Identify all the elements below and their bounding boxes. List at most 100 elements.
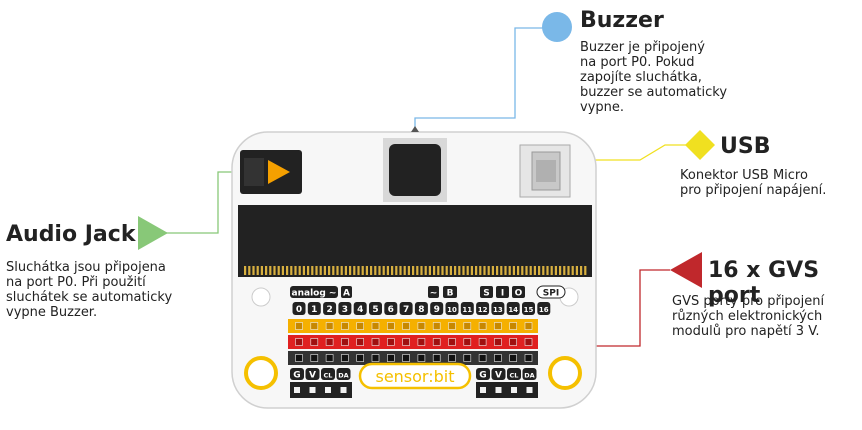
connector-pin (273, 266, 276, 275)
connector-pin (550, 266, 553, 275)
spi-pin-label-box (480, 286, 493, 298)
analog-label-box (290, 286, 338, 298)
connector-pin (403, 266, 406, 275)
connector-pin (344, 266, 347, 275)
gvs-pin (295, 338, 303, 346)
gvs-pin (356, 338, 365, 346)
gvs-pin (341, 338, 349, 346)
i2c-label: V (495, 371, 502, 381)
gvs-pin (478, 338, 487, 346)
connector-pin (407, 266, 410, 275)
signal-pin-row (288, 319, 538, 333)
connector-pin (391, 266, 394, 275)
gvs-pin (524, 338, 533, 346)
gvs-pin (402, 338, 410, 346)
gvs-pin (295, 322, 303, 330)
connector-pin (386, 266, 389, 275)
connector-pin (248, 266, 251, 275)
spi-label-box (536, 285, 566, 299)
spi-pin-label-box (512, 286, 525, 298)
gvs-pin (371, 354, 380, 362)
connector-pin (357, 266, 360, 275)
gvs-pin (448, 322, 456, 330)
i2c-label-box (507, 368, 521, 380)
connector-pin (512, 266, 515, 275)
usb-leader-line (565, 144, 700, 161)
pin-number: 11 (462, 306, 472, 314)
i2c-label: G (479, 371, 486, 381)
pin-number-badge (353, 302, 367, 315)
audio-jack-description-line: vypne Buzzer. (6, 305, 98, 320)
gvs-pin (432, 338, 441, 346)
a-label-box (341, 286, 352, 298)
i2c-label-box (305, 368, 320, 380)
connector-pin (298, 266, 301, 275)
connector-pin (294, 266, 297, 275)
i2c-label-box (321, 368, 335, 380)
buzzer-description-line: na port P0. Pokud (580, 55, 695, 70)
pin-number: 0 (296, 305, 302, 315)
connector-pin (521, 266, 524, 275)
connector-pin (554, 266, 557, 275)
i2c-label: V (309, 371, 316, 381)
gvs-pin-rows (288, 319, 538, 365)
connector-pin (328, 266, 331, 275)
connector-pin (424, 266, 427, 275)
tilde-label-box (428, 286, 439, 298)
connector-pin (374, 266, 377, 275)
pin-number-badge (537, 302, 551, 315)
connector-pin (462, 266, 465, 275)
connector-pin (538, 266, 541, 275)
connector-pin (575, 266, 578, 275)
spi-pin-label: S (483, 289, 489, 299)
pin-number: 16 (539, 306, 549, 314)
ground-pin-row (288, 351, 538, 365)
connector-pin (491, 266, 494, 275)
connector-pin (466, 266, 469, 275)
buzzer-leader-line (414, 27, 560, 132)
connector-pin (517, 266, 520, 275)
gvs-pin (432, 354, 441, 362)
usb-component (519, 144, 571, 198)
connector-pin (449, 266, 452, 275)
connector-pin (277, 266, 280, 275)
connector-pin (353, 266, 356, 275)
pin-number: 5 (372, 305, 378, 315)
connector-pin (323, 266, 326, 275)
connector-pin (529, 266, 532, 275)
i2c-label-box (491, 368, 506, 380)
connector-pins (244, 266, 587, 275)
connector-pin (496, 266, 499, 275)
gvs-pin (341, 322, 349, 330)
i2c-pin (309, 387, 316, 393)
connector-pin (525, 266, 528, 275)
i2c-pin (526, 387, 533, 393)
gvs-pin (402, 354, 410, 362)
connector-pin (336, 266, 339, 275)
connector-pin (315, 266, 318, 275)
connector-pin (395, 266, 398, 275)
gvs-pin (524, 322, 533, 330)
gvs-pin (310, 322, 319, 330)
b-label-box (443, 286, 457, 298)
connector-pin (365, 266, 368, 275)
gvs-pin (524, 354, 533, 362)
connector-pin (311, 266, 314, 275)
pin-number: 4 (357, 305, 363, 315)
connector-pin (399, 266, 402, 275)
pin-number: 2 (326, 305, 332, 315)
gvs-pin (478, 354, 487, 362)
pin-number: 6 (388, 305, 394, 315)
gvs-pin (478, 322, 487, 330)
connector-pin (420, 266, 423, 275)
pin-number-badge (323, 302, 337, 315)
buzzer-description-line: vypne. (580, 100, 625, 115)
pin-number-badge (292, 302, 306, 315)
pin-number-badge (491, 302, 505, 315)
pin-number-badge (338, 302, 352, 315)
spi-pin-label: O (515, 289, 523, 299)
gvs-description-line: různých elektronických (672, 309, 823, 324)
gvs-pin (463, 338, 472, 346)
